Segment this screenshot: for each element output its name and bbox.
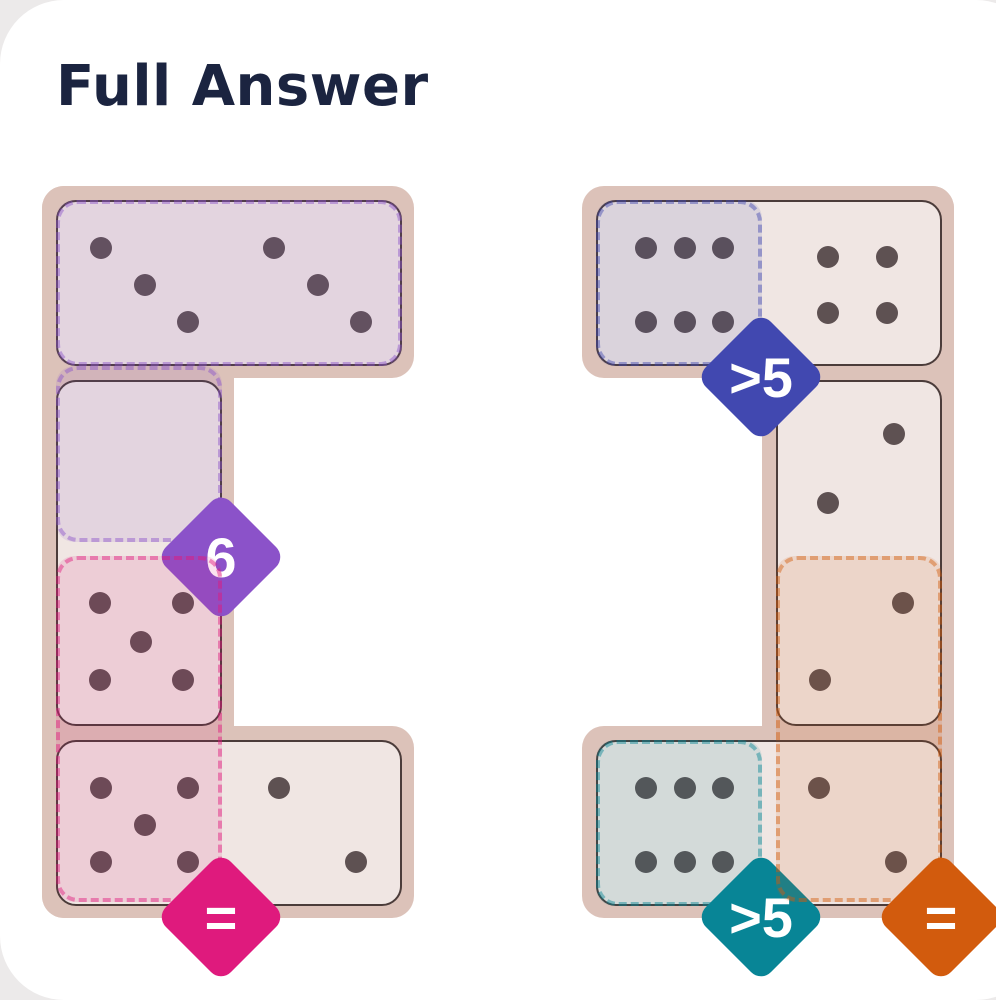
badge-label: >5 — [729, 345, 793, 409]
domino-half-6 — [598, 742, 771, 908]
pip — [88, 592, 111, 615]
pip — [133, 814, 156, 836]
pip — [711, 850, 734, 873]
badge-label: = — [924, 885, 958, 949]
pip — [635, 850, 658, 873]
domino-6-4 — [596, 200, 942, 366]
region-greater-5-bottom-outline — [596, 740, 762, 906]
domino-3-3 — [56, 200, 402, 366]
pip — [176, 310, 199, 333]
region-equal-outline — [56, 556, 222, 902]
region-greater-5-top-outline — [596, 200, 762, 366]
region-sum-6-outline — [56, 366, 222, 542]
domino-half-4 — [771, 202, 944, 368]
pip — [176, 850, 199, 873]
pip — [891, 592, 914, 615]
pip — [817, 245, 840, 268]
pip — [816, 492, 839, 515]
region-equal-orange-outline — [776, 556, 942, 902]
pip — [349, 310, 372, 333]
domino-half-3 — [231, 202, 404, 368]
pip — [130, 630, 152, 653]
pip — [808, 777, 831, 800]
pip — [711, 310, 734, 333]
pip — [808, 668, 831, 691]
pip — [673, 850, 696, 873]
badge-label: 6 — [205, 525, 237, 589]
pip — [90, 850, 113, 873]
pip — [635, 237, 658, 260]
pip — [171, 668, 194, 691]
region-sum-6-outline — [56, 200, 402, 366]
pip — [90, 777, 113, 800]
domino-half-5 — [58, 742, 231, 908]
pip — [133, 274, 156, 296]
pip — [263, 237, 286, 260]
pip — [90, 237, 113, 260]
domino-half-2 — [778, 555, 944, 728]
domino-half-3 — [58, 202, 231, 368]
region-sum-6-badge: 6 — [155, 491, 287, 623]
domino-3-2 — [776, 380, 942, 726]
pip — [344, 850, 367, 873]
pip — [171, 592, 194, 615]
pip — [306, 274, 329, 296]
pip — [884, 850, 907, 873]
pip — [883, 422, 906, 445]
pip — [635, 310, 658, 333]
pip — [711, 237, 734, 260]
pip — [875, 302, 898, 325]
pip — [673, 237, 696, 260]
region-equal-tint — [56, 556, 222, 902]
pip — [635, 777, 658, 800]
domino-half-2 — [771, 742, 944, 908]
pip — [875, 245, 898, 268]
region-sum-6-tint — [56, 366, 222, 542]
region-equal-orange-tint — [776, 556, 942, 902]
region-equal-badge: = — [155, 851, 287, 983]
domino-half-2 — [231, 742, 404, 908]
pip — [673, 777, 696, 800]
pip — [268, 777, 291, 800]
domino-half-6 — [598, 202, 771, 368]
region-equal-orange-badge: = — [875, 851, 996, 983]
region-greater-5-top-badge: >5 — [695, 311, 827, 443]
pip — [817, 302, 840, 325]
region-sum-6-tint — [56, 200, 402, 366]
domino-0-5 — [56, 380, 222, 726]
domino-half-5 — [58, 555, 224, 728]
badge-label: = — [204, 885, 238, 949]
pip — [176, 777, 199, 800]
page-title: Full Answer — [56, 54, 429, 119]
pip — [88, 668, 111, 691]
game-board: 6=>5>5= — [42, 186, 996, 983]
pip — [711, 777, 734, 800]
domino-half-3 — [778, 382, 944, 555]
pip — [673, 310, 696, 333]
